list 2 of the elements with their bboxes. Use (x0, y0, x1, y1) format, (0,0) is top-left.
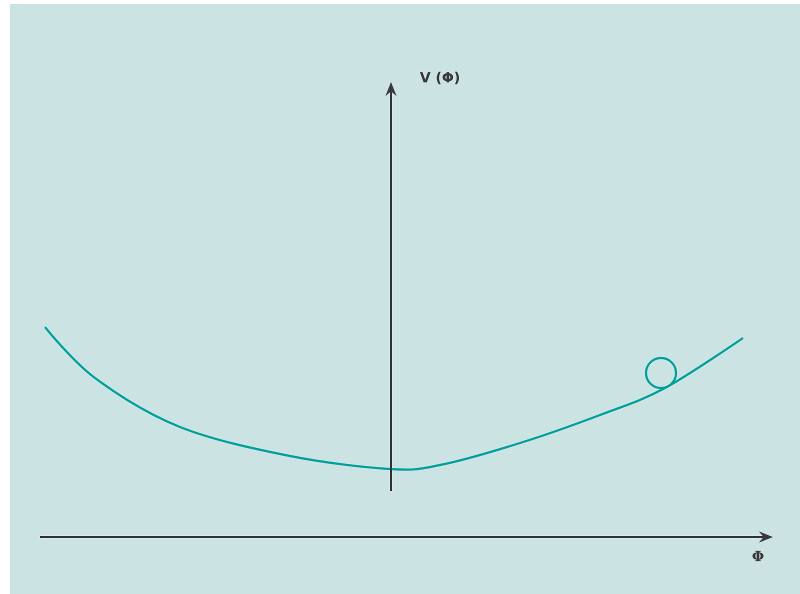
axis-label: V (Φ) (420, 72, 459, 84)
axis-label: Φ (752, 550, 764, 562)
